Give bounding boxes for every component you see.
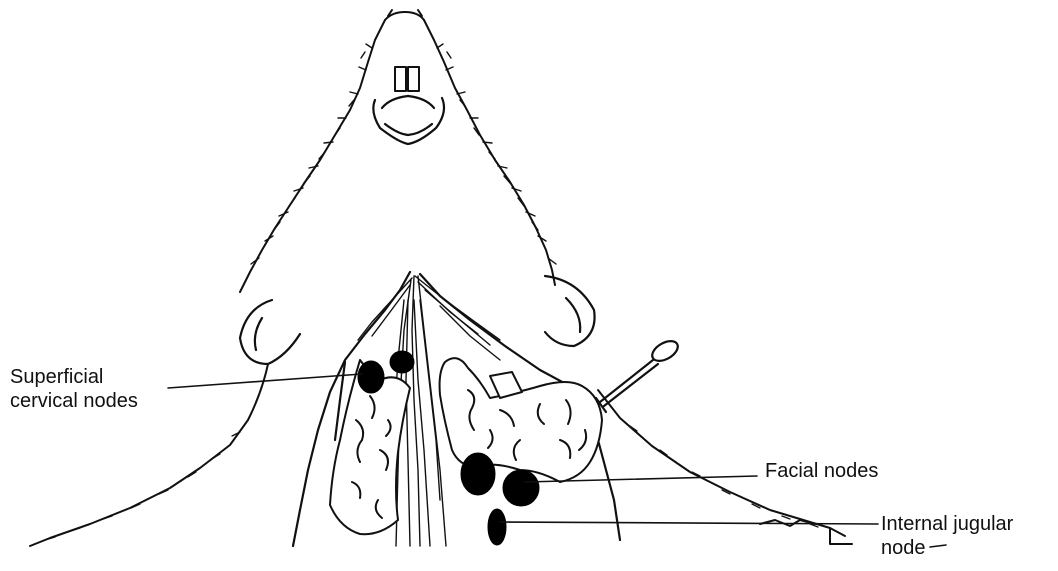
right-ear — [545, 276, 595, 346]
head-outline — [240, 10, 555, 292]
internal-jugular-node — [488, 509, 506, 545]
leader-jugular — [500, 522, 878, 524]
label-facial-nodes: Facial nodes — [765, 459, 878, 483]
left-ear — [240, 300, 300, 364]
label-internal-jugular-node: Internal jugular node — [881, 512, 1013, 560]
label-jugular-line-2: node — [881, 536, 1013, 560]
label-superficial-cervical-nodes: Superficial cervical nodes — [10, 365, 138, 413]
superficial-cervical-node-1 — [358, 361, 384, 393]
superficial-cervical-node-2 — [390, 351, 414, 373]
label-jugular-line-1: Internal jugular — [881, 512, 1013, 536]
mouth — [373, 96, 444, 144]
facial-node-2 — [503, 470, 539, 506]
label-superficial-line-2: cervical nodes — [10, 389, 138, 413]
label-facial-line-1: Facial nodes — [765, 459, 878, 483]
dissection-probe — [596, 337, 681, 412]
label-superficial-line-1: Superficial — [10, 365, 138, 389]
thyroid-segment — [490, 372, 522, 398]
incisors — [395, 67, 419, 91]
facial-node-1 — [461, 453, 495, 495]
